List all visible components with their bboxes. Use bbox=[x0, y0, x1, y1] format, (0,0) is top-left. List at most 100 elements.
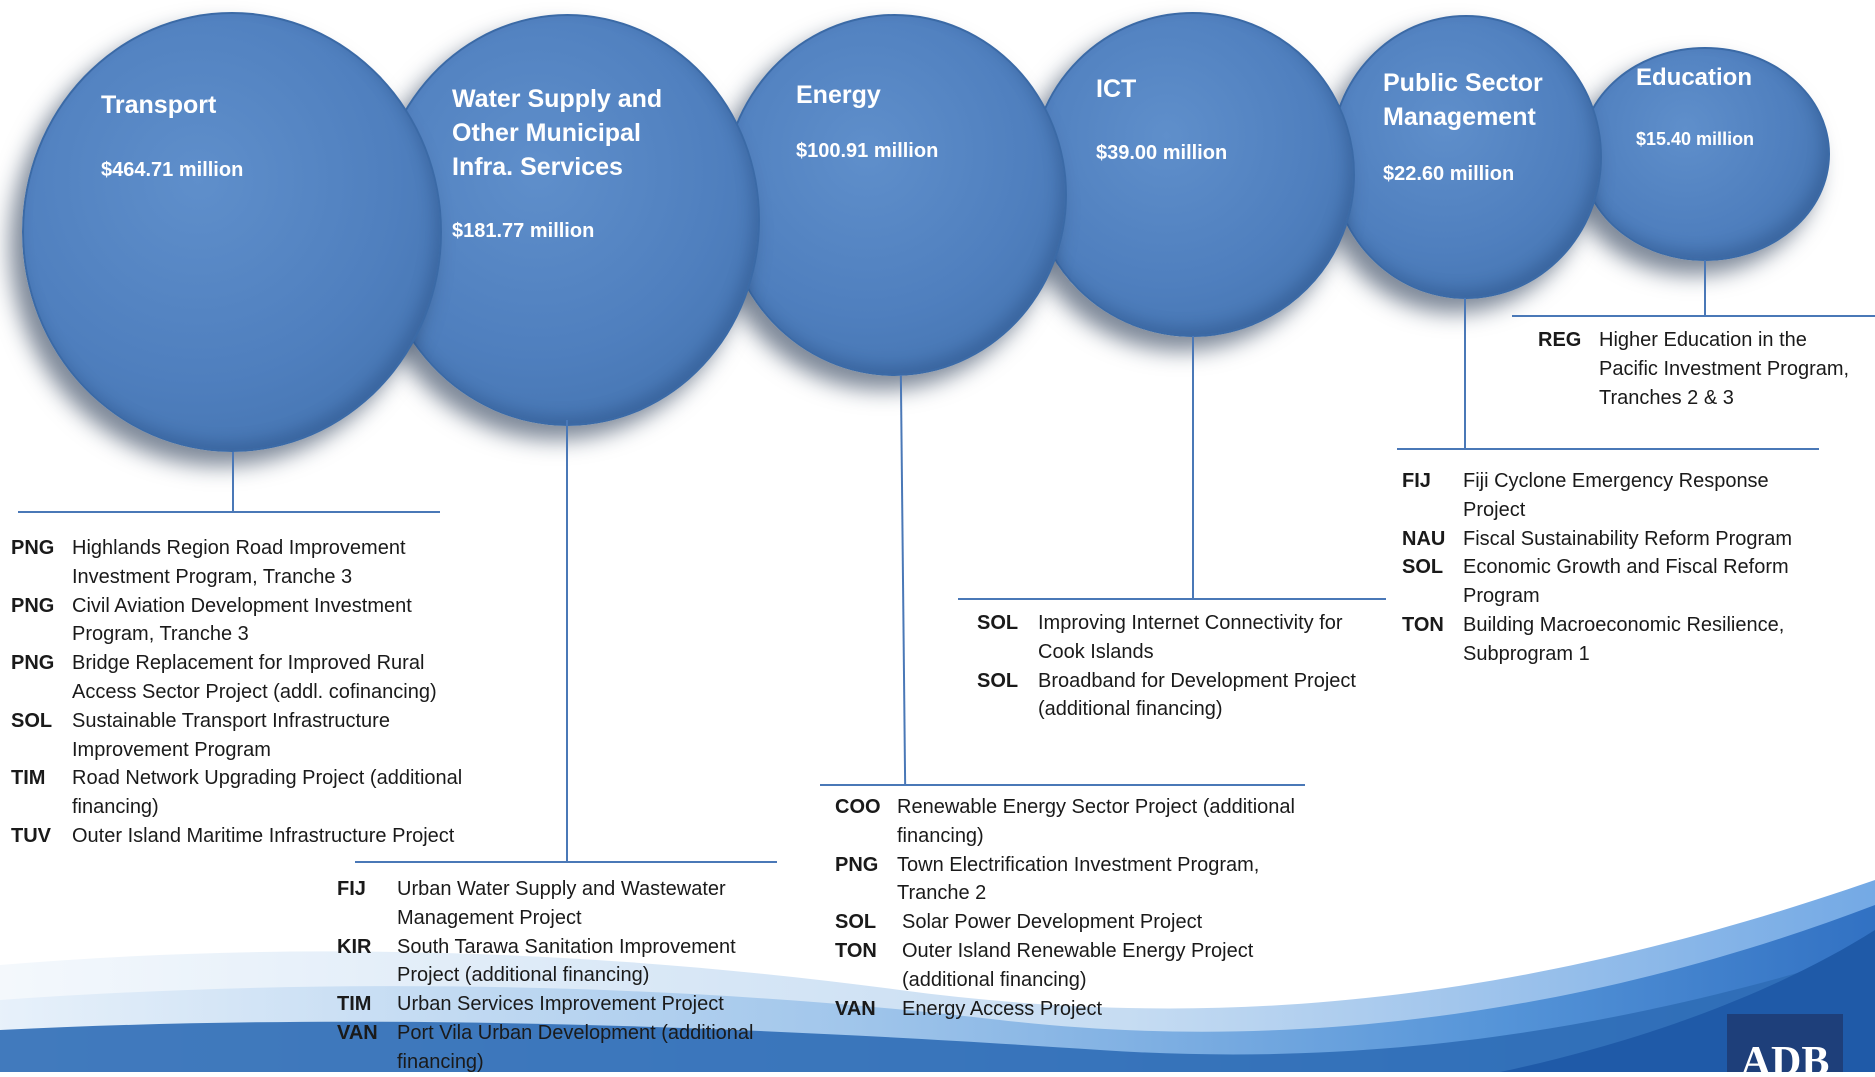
list-item: NAU Fiscal Sustainability Reform Program bbox=[1402, 525, 1832, 554]
country-code: KIR bbox=[337, 935, 372, 958]
list-item: KIR South Tarawa Sanitation Improvement P… bbox=[337, 933, 782, 991]
list-item: REG Higher Education in the Pacific Inves… bbox=[1538, 326, 1868, 412]
project-title: Energy Access Project bbox=[902, 997, 1103, 1020]
list-item: PNG Bridge Replacement for Improved Rural… bbox=[11, 649, 471, 707]
list-item: FIJ Fiji Cyclone Emergency Response Proje… bbox=[1402, 467, 1832, 525]
list-item: SOL Improving Internet Connectivity for C… bbox=[977, 609, 1377, 667]
country-code: PNG bbox=[11, 537, 55, 559]
sector-amount-ict: $39.00 million bbox=[1096, 142, 1228, 164]
list-item: TIM Urban Services Improvement Project bbox=[337, 990, 782, 1019]
country-code: SOL bbox=[835, 911, 877, 934]
connector-psm-vertical bbox=[1464, 298, 1466, 449]
sector-amount-water-supply: $181.77 million bbox=[452, 220, 595, 242]
list-item: PNG Civil Aviation Development Investment… bbox=[11, 592, 471, 650]
list-item: VAN Port Vila Urban Development (addition… bbox=[337, 1019, 782, 1077]
list-item: FIJ Urban Water Supply and Wastewater Man… bbox=[337, 875, 782, 933]
sector-amount-public-sector-management: $22.60 million bbox=[1383, 163, 1515, 185]
connector-water-vertical bbox=[566, 420, 568, 862]
connector-ict-vertical bbox=[1192, 336, 1194, 599]
country-code: VAN bbox=[835, 997, 876, 1020]
connector-education-horizontal bbox=[1512, 315, 1875, 317]
list-item: SOL Broadband for Development Project (ad… bbox=[977, 667, 1377, 725]
connector-education-vertical bbox=[1704, 260, 1706, 316]
sector-circle-education bbox=[1580, 47, 1830, 261]
project-title: Road Network Upgrading Project (addition… bbox=[72, 767, 463, 819]
project-title: Highlands Region Road Improvement Invest… bbox=[72, 537, 406, 588]
country-code: SOL bbox=[977, 669, 1019, 692]
project-title: Broadband for Development Project (addit… bbox=[1038, 669, 1356, 721]
sector-circle-energy bbox=[722, 14, 1067, 376]
sector-name-ict: ICT bbox=[1096, 75, 1137, 103]
list-item: PNG Highlands Region Road Improvement Inv… bbox=[11, 534, 471, 592]
country-code: TON bbox=[835, 939, 877, 962]
project-title: Town Electrification Investment Program,… bbox=[897, 853, 1260, 905]
country-code: TUV bbox=[11, 824, 51, 847]
country-code: REG bbox=[1538, 329, 1582, 351]
sector-name-education: Education bbox=[1636, 64, 1753, 91]
project-list-ict: SOL Improving Internet Connectivity for C… bbox=[977, 609, 1377, 724]
list-item: TON Building Macroeconomic Resilience, Su… bbox=[1402, 611, 1832, 669]
project-title: Bridge Replacement for Improved Rural Ac… bbox=[72, 652, 437, 703]
country-code: SOL bbox=[1402, 556, 1444, 579]
project-list-transport: PNG Highlands Region Road Improvement Inv… bbox=[11, 534, 471, 851]
connector-ict-horizontal bbox=[958, 598, 1386, 600]
connector-psm-horizontal bbox=[1397, 448, 1819, 450]
project-title: Urban Water Supply and Wastewater Manage… bbox=[397, 878, 726, 929]
sector-circle-transport bbox=[22, 12, 442, 452]
list-item: VAN Energy Access Project bbox=[835, 995, 1315, 1024]
country-code: TIM bbox=[11, 767, 46, 790]
project-title: Higher Education in the Pacific Investme… bbox=[1599, 329, 1850, 409]
sector-amount-energy: $100.91 million bbox=[796, 140, 939, 162]
sector-name-transport: Transport bbox=[101, 91, 217, 119]
project-title: Improving Internet Connectivity for Cook… bbox=[1038, 612, 1343, 663]
list-item: TON Outer Island Renewable Energy Project… bbox=[835, 937, 1315, 995]
country-code: VAN bbox=[337, 1021, 378, 1044]
country-code: TON bbox=[1402, 613, 1444, 636]
connector-transport-vertical bbox=[232, 452, 234, 512]
project-title: Fiji Cyclone Emergency Response Project bbox=[1463, 470, 1769, 521]
country-code: TIM bbox=[337, 993, 372, 1016]
sector-name-public-sector-management: Public Sector Management bbox=[1383, 69, 1543, 131]
connector-water-horizontal bbox=[355, 861, 777, 863]
country-code: PNG bbox=[11, 594, 55, 617]
sector-amount-education: $15.40 million bbox=[1636, 129, 1755, 149]
country-code: PNG bbox=[11, 652, 55, 675]
list-item: SOL Economic Growth and Fiscal Reform Pro… bbox=[1402, 553, 1832, 611]
sector-name-water-supply: Water Supply and Other Municipal Infra. … bbox=[452, 85, 663, 181]
country-code: PNG bbox=[835, 853, 879, 876]
project-list-public-sector-management: FIJ Fiji Cyclone Emergency Response Proje… bbox=[1402, 467, 1832, 669]
country-code: FIJ bbox=[337, 878, 366, 900]
list-item: PNG Town Electrification Investment Progr… bbox=[835, 851, 1315, 909]
country-code: NAU bbox=[1402, 527, 1446, 550]
project-title: Solar Power Development Project bbox=[902, 911, 1203, 934]
project-title: Urban Services Improvement Project bbox=[397, 993, 724, 1016]
project-title: South Tarawa Sanitation Improvement Proj… bbox=[397, 935, 736, 987]
project-title: Building Macroeconomic Resilience, Subpr… bbox=[1463, 613, 1785, 665]
sector-name-energy: Energy bbox=[796, 81, 881, 109]
project-title: Outer Island Renewable Energy Project (a… bbox=[902, 939, 1254, 991]
project-title: Outer Island Maritime Infrastructure Pro… bbox=[72, 824, 455, 847]
project-list-water-supply: FIJ Urban Water Supply and Wastewater Man… bbox=[337, 875, 782, 1077]
country-code: SOL bbox=[11, 709, 53, 732]
list-item: TIM Road Network Upgrading Project (addit… bbox=[11, 764, 471, 822]
project-title: Renewable Energy Sector Project (additio… bbox=[897, 796, 1295, 847]
project-title: Civil Aviation Development Investment Pr… bbox=[72, 594, 412, 646]
list-item: TUV Outer Island Maritime Infrastructure … bbox=[11, 822, 471, 851]
country-code: SOL bbox=[977, 612, 1019, 634]
project-title: Fiscal Sustainability Reform Program bbox=[1463, 527, 1792, 550]
project-title: Sustainable Transport Infrastructure Imp… bbox=[72, 709, 390, 761]
connector-energy-horizontal bbox=[820, 784, 1305, 786]
sector-amount-transport: $464.71 million bbox=[101, 159, 244, 181]
list-item: SOL Solar Power Development Project bbox=[835, 908, 1315, 937]
country-code: FIJ bbox=[1402, 470, 1431, 492]
project-title: Port Vila Urban Development (additional … bbox=[397, 1021, 754, 1073]
project-list-education: REG Higher Education in the Pacific Inves… bbox=[1538, 326, 1868, 412]
list-item: SOL Sustainable Transport Infrastructure … bbox=[11, 707, 471, 765]
connector-transport-horizontal bbox=[18, 511, 440, 513]
sector-circle-public-sector-management bbox=[1330, 15, 1602, 299]
project-title: Economic Growth and Fiscal Reform Progra… bbox=[1463, 556, 1789, 608]
sector-circle-ict bbox=[1030, 12, 1355, 337]
